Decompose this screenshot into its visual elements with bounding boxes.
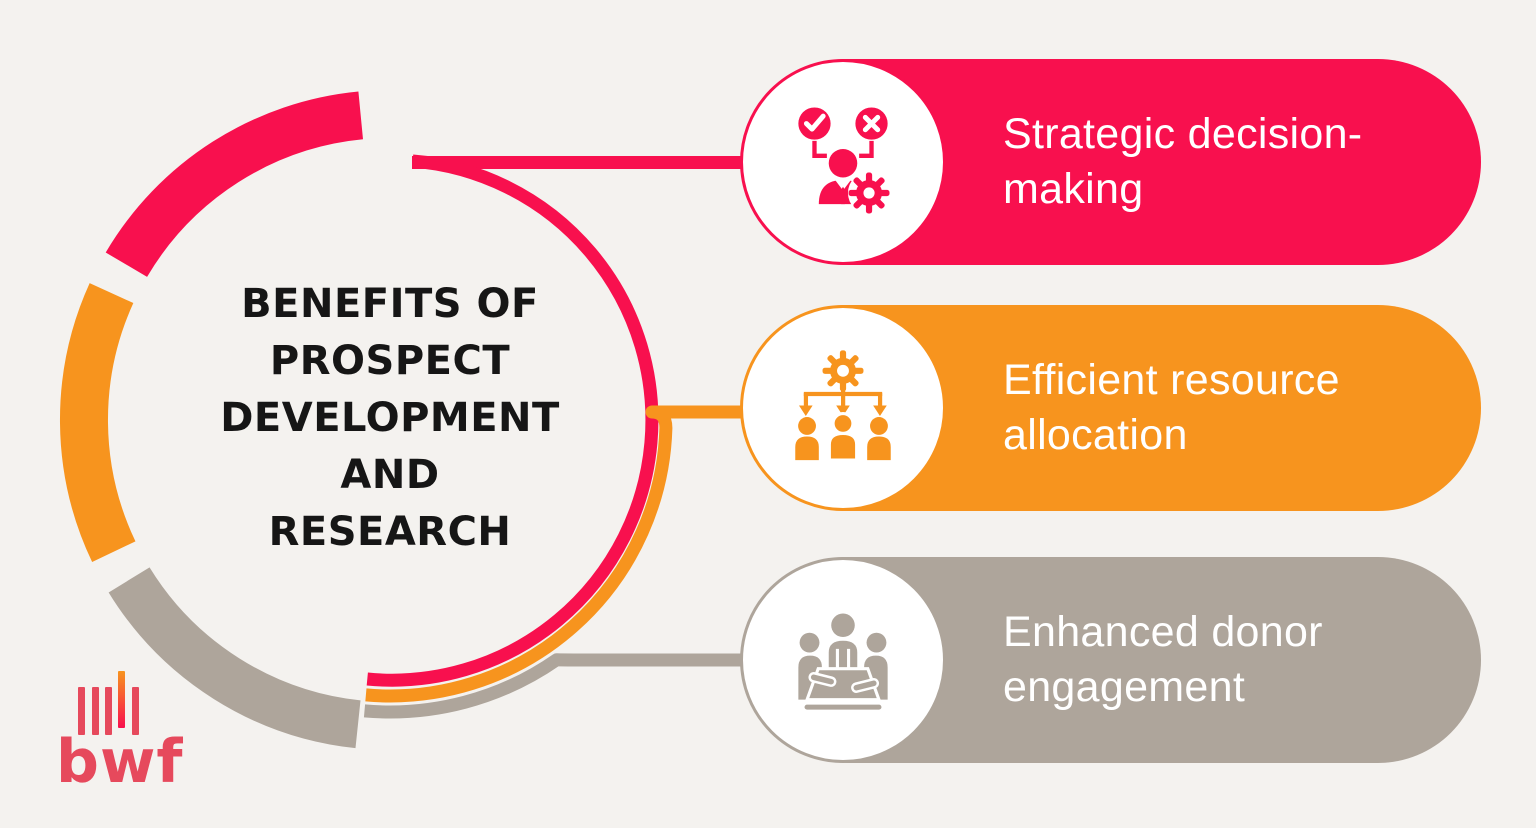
benefit-label-enhanced-donor-engagement: Enhanced donor engagement (1003, 557, 1473, 763)
benefit-label-line: making (1003, 165, 1144, 213)
benefit-label-line: Efficient resource (1003, 356, 1340, 404)
benefit-icon-circle-resource (740, 305, 946, 511)
benefit-label-strategic-decision-making: Strategic decision- making (1003, 59, 1473, 265)
title-line: AND (340, 452, 440, 498)
title-line: DEVELOPMENT (220, 395, 560, 441)
title-line: BENEFITS OF (241, 281, 539, 327)
benefit-icon-circle-donor (740, 557, 946, 763)
benefit-label-line: Enhanced donor (1003, 608, 1323, 656)
ring-segment-pink (105, 91, 364, 278)
meeting-people-table-icon (798, 613, 888, 710)
ring-segment-orange (60, 283, 136, 563)
main-title: BENEFITS OF PROSPECT DEVELOPMENT AND RES… (155, 276, 625, 561)
connector-arc-gray (363, 653, 858, 719)
person-choice-check-x-gear-icon (798, 107, 891, 215)
benefit-label-efficient-resource-allocation: Efficient resource allocation (1003, 305, 1473, 511)
ring-segment-gray (108, 567, 361, 749)
title-line: PROSPECT (269, 338, 511, 384)
benefit-label-line: engagement (1003, 663, 1246, 711)
gear-distribution-to-people-icon (795, 350, 891, 462)
benefit-label-line: allocation (1003, 411, 1188, 459)
bwf-logo-bars-icon (78, 671, 140, 739)
benefit-label-line: Strategic decision- (1003, 110, 1363, 158)
benefit-icon-circle-strategic (740, 59, 946, 265)
connector-arc-orange (365, 405, 858, 703)
inner-arc-pink (366, 154, 659, 687)
bwf-logo-text: bwf (56, 727, 184, 797)
title-line: RESEARCH (268, 509, 512, 555)
